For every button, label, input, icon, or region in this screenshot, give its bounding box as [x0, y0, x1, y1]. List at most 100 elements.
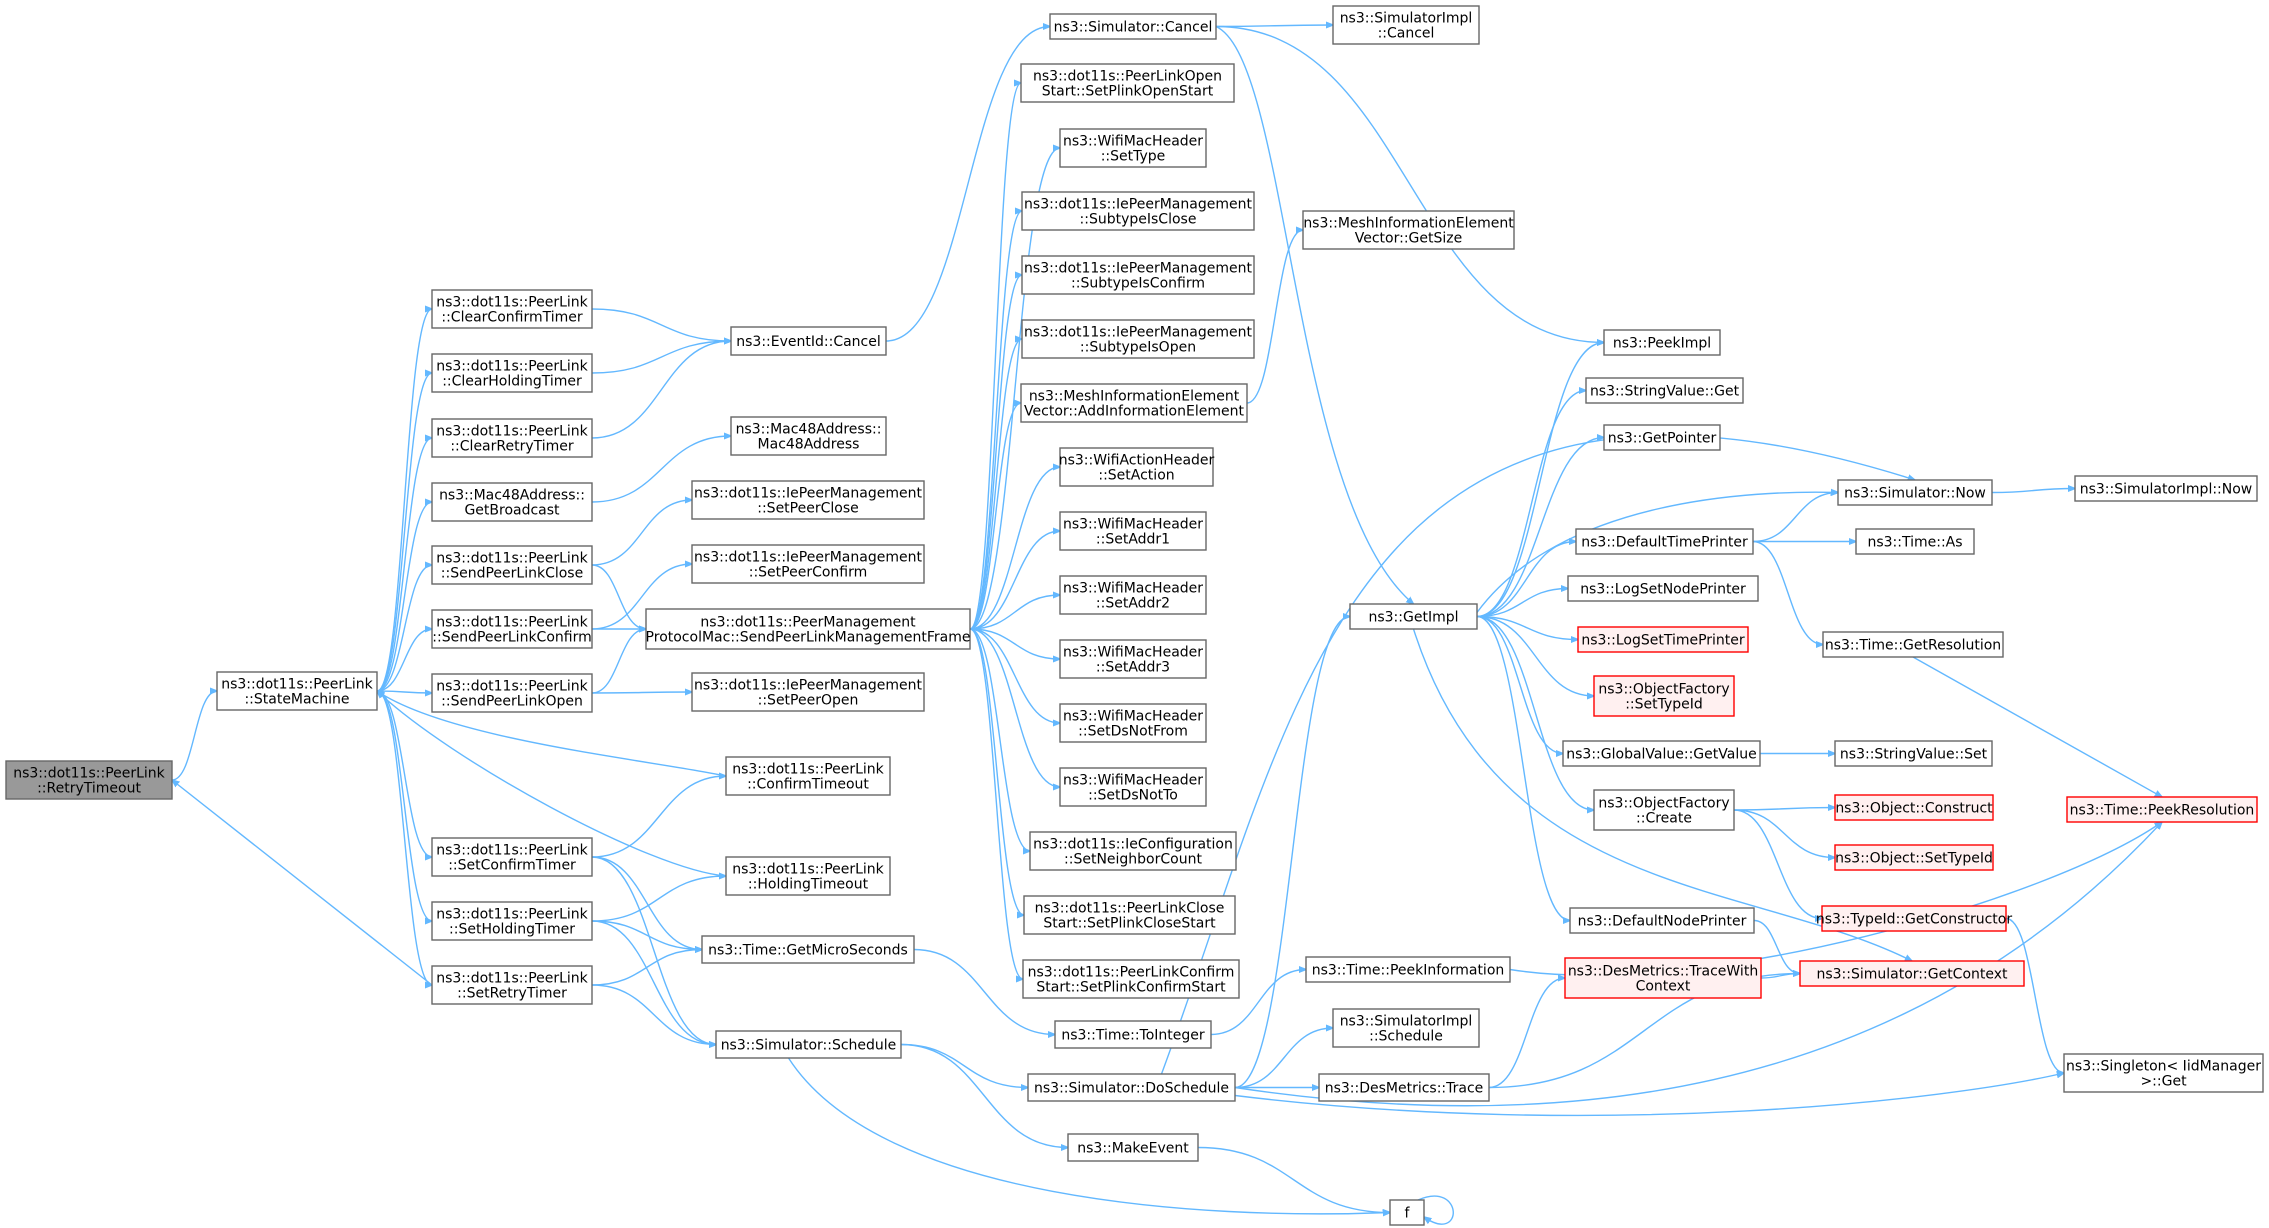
node-label: ::SetConfirmTimer: [448, 858, 576, 874]
node-tointeger[interactable]: ns3::Time::ToInteger: [1054, 1020, 1212, 1049]
node-box: [1389, 1199, 1425, 1226]
node-label: ns3::Time::PeekResolution: [2070, 803, 2255, 819]
node-doschedule[interactable]: ns3::Simulator::DoSchedule: [1027, 1073, 1236, 1102]
node-clearconfirmtimer[interactable]: ns3::dot11s::PeerLink::ClearConfirmTimer: [431, 289, 593, 329]
node-label: ns3::Object::SetTypeId: [1835, 851, 1993, 867]
node-retrytimeout[interactable]: ns3::dot11s::PeerLink::RetryTimeout: [5, 760, 173, 800]
node-desmetricstrace[interactable]: ns3::DesMetrics::Trace: [1318, 1073, 1490, 1102]
node-sendmgmtframe[interactable]: ns3::dot11s::PeerManagementProtocolMac::…: [645, 608, 971, 650]
node-addinfoelement[interactable]: ns3::MeshInformationElementVector::AddIn…: [1020, 383, 1248, 423]
node-simimplschedule[interactable]: ns3::SimulatorImpl::Schedule: [1332, 1008, 1480, 1048]
node-getpointer[interactable]: ns3::GetPointer: [1603, 424, 1721, 451]
node-clearholdingtimer[interactable]: ns3::dot11s::PeerLink::ClearHoldingTimer: [431, 353, 593, 393]
edge-sendmgmtframe-to-setplinkconfirmstart: [969, 628, 1023, 979]
node-defaulttimeprinter[interactable]: ns3::DefaultTimePrinter: [1575, 528, 1754, 555]
node-sendpeerlinkconfirm[interactable]: ns3::dot11s::PeerLink::SendPeerLinkConfi…: [431, 609, 593, 649]
node-timeas[interactable]: ns3::Time::As: [1855, 528, 1975, 555]
node-subtypeisconfirm[interactable]: ns3::dot11s::IePeerManagement::SubtypeIs…: [1021, 255, 1255, 295]
node-peekresolution[interactable]: ns3::Time::PeekResolution: [2066, 796, 2258, 823]
node-objectsettypeid[interactable]: ns3::Object::SetTypeId: [1834, 844, 1994, 871]
node-box: [1821, 905, 2007, 932]
edge-setretrytimer-to-schedule: [591, 984, 716, 1045]
node-makeevent[interactable]: ns3::MakeEvent: [1067, 1133, 1199, 1162]
node-box: [1305, 956, 1511, 983]
node-box: [1020, 63, 1235, 103]
node-peekimpl[interactable]: ns3::PeekImpl: [1603, 329, 1721, 356]
node-box: [1834, 794, 1994, 821]
node-singletonget[interactable]: ns3::Singleton< IidManager>::Get: [2063, 1053, 2264, 1093]
node-label: ns3::Mac48Address::: [439, 488, 585, 504]
node-label: ::Schedule: [1369, 1029, 1443, 1045]
node-setplinkconfirmstart[interactable]: ns3::dot11s::PeerLinkConfirmStart::SetPl…: [1022, 959, 1240, 999]
node-eventidcancel[interactable]: ns3::EventId::Cancel: [730, 326, 887, 356]
node-subtypeisopen[interactable]: ns3::dot11s::IePeerManagement::SubtypeIs…: [1021, 319, 1255, 359]
node-getcontext[interactable]: ns3::Simulator::GetContext: [1799, 960, 2025, 987]
node-simimplcancel[interactable]: ns3::SimulatorImpl::Cancel: [1332, 5, 1480, 45]
node-subtypeisclose[interactable]: ns3::dot11s::IePeerManagement::SubtypeIs…: [1021, 191, 1255, 231]
node-confirmtimeout[interactable]: ns3::dot11s::PeerLink::ConfirmTimeout: [725, 756, 891, 796]
node-setpeerconfirm[interactable]: ns3::dot11s::IePeerManagement::SetPeerCo…: [691, 544, 925, 584]
edge-sendmgmtframe-to-setaction: [969, 467, 1060, 630]
node-simcancel[interactable]: ns3::Simulator::Cancel: [1049, 13, 1217, 40]
node-holdingtimeout[interactable]: ns3::dot11s::PeerLink::HoldingTimeout: [725, 856, 891, 896]
node-simimplnow[interactable]: ns3::SimulatorImpl::Now: [2074, 475, 2258, 502]
node-getmicroseconds[interactable]: ns3::Time::GetMicroSeconds: [701, 935, 915, 964]
node-label: ns3::dot11s::PeerLink: [732, 762, 884, 778]
node-setplinkclosestart[interactable]: ns3::dot11s::PeerLinkCloseStart::SetPlin…: [1023, 895, 1236, 935]
node-globalvaluegetvalue[interactable]: ns3::GlobalValue::GetValue: [1562, 740, 1761, 767]
node-setdsnotto[interactable]: ns3::WifiMacHeader::SetDsNotTo: [1059, 767, 1207, 807]
node-mac48address[interactable]: ns3::Mac48Address::Mac48Address: [730, 416, 887, 456]
node-logsetnodeprinter[interactable]: ns3::LogSetNodePrinter: [1567, 575, 1759, 602]
node-label: ns3::DefaultNodePrinter: [1578, 914, 1747, 930]
edge-setholdingtimer-to-getmicroseconds: [591, 920, 702, 950]
node-peekinformation[interactable]: ns3::Time::PeekInformation: [1305, 956, 1511, 983]
node-box: [691, 672, 925, 712]
node-setaddr3[interactable]: ns3::WifiMacHeader::SetAddr3: [1059, 639, 1207, 679]
node-label: Vector::GetSize: [1355, 231, 1463, 247]
node-setpeerclose[interactable]: ns3::dot11s::IePeerManagement::SetPeerCl…: [691, 480, 925, 520]
node-label: ::SetPeerClose: [757, 501, 859, 517]
edge-setholdingtimer-to-schedule: [591, 920, 716, 1045]
node-f[interactable]: f: [1389, 1199, 1425, 1226]
edge-statemachine-to-clearconfirmtimer: [376, 309, 432, 692]
node-setaction[interactable]: ns3::WifiActionHeader::SetAction: [1059, 447, 1215, 487]
node-setretrytimer[interactable]: ns3::dot11s::PeerLink::SetRetryTimer: [431, 965, 593, 1005]
node-sendpeerlinkopen[interactable]: ns3::dot11s::PeerLink::SendPeerLinkOpen: [431, 673, 593, 713]
node-stringvalueset[interactable]: ns3::StringValue::Set: [1834, 740, 1993, 767]
node-label: ::SetHoldingTimer: [449, 922, 575, 938]
node-stringvalueget[interactable]: ns3::StringValue::Get: [1585, 377, 1744, 404]
node-simnow[interactable]: ns3::Simulator::Now: [1837, 479, 1993, 506]
node-label: ::SendPeerLinkConfirm: [432, 630, 591, 646]
node-objfactorycreate[interactable]: ns3::ObjectFactory::Create: [1593, 789, 1735, 831]
node-getsize[interactable]: ns3::MeshInformationElementVector::GetSi…: [1302, 210, 1515, 250]
node-objectconstruct[interactable]: ns3::Object::Construct: [1834, 794, 1994, 821]
node-statemachine[interactable]: ns3::dot11s::PeerLink::StateMachine: [216, 671, 378, 711]
node-defaultnodeprinter[interactable]: ns3::DefaultNodePrinter: [1569, 907, 1755, 934]
node-label: ns3::dot11s::PeerLink: [221, 677, 373, 693]
node-box: [431, 482, 593, 522]
node-getresolution[interactable]: ns3::Time::GetResolution: [1822, 631, 2004, 658]
node-objfactorysettypeid[interactable]: ns3::ObjectFactory::SetTypeId: [1593, 675, 1735, 717]
node-label: ns3::MakeEvent: [1077, 1141, 1189, 1157]
node-setaddr2[interactable]: ns3::WifiMacHeader::SetAddr2: [1059, 575, 1207, 615]
node-setpeeropen[interactable]: ns3::dot11s::IePeerManagement::SetPeerOp…: [691, 672, 925, 712]
node-setaddr1[interactable]: ns3::WifiMacHeader::SetAddr1: [1059, 511, 1207, 551]
node-setdsnotfrom[interactable]: ns3::WifiMacHeader::SetDsNotFrom: [1059, 703, 1207, 743]
node-setneighborcount[interactable]: ns3::dot11s::IeConfiguration::SetNeighbo…: [1029, 831, 1237, 871]
node-clearretrytimer[interactable]: ns3::dot11s::PeerLink::ClearRetryTimer: [431, 418, 593, 458]
node-setholdingtimer[interactable]: ns3::dot11s::PeerLink::SetHoldingTimer: [431, 901, 593, 941]
edge-sendpeerlinkopen-to-sendmgmtframe: [591, 629, 646, 694]
edge-sendpeerlinkconfirm-to-setpeerconfirm: [591, 564, 692, 630]
node-settype[interactable]: ns3::WifiMacHeader::SetType: [1059, 128, 1207, 168]
node-schedule[interactable]: ns3::Simulator::Schedule: [715, 1030, 902, 1059]
node-sendpeerlinkclose[interactable]: ns3::dot11s::PeerLink::SendPeerLinkClose: [431, 545, 593, 585]
node-getbroadcast[interactable]: ns3::Mac48Address::GetBroadcast: [431, 482, 593, 522]
node-box: [431, 901, 593, 941]
node-logsettimeprinter[interactable]: ns3::LogSetTimePrinter: [1577, 626, 1749, 653]
node-getconstructor[interactable]: ns3::TypeId::GetConstructor: [1816, 905, 2012, 932]
node-setconfirmtimer[interactable]: ns3::dot11s::PeerLink::SetConfirmTimer: [431, 837, 593, 877]
node-box: [1569, 907, 1755, 934]
node-getimpl[interactable]: ns3::GetImpl: [1349, 603, 1478, 630]
node-setplinkopenstart[interactable]: ns3::dot11s::PeerLinkOpenStart::SetPlink…: [1020, 63, 1235, 103]
